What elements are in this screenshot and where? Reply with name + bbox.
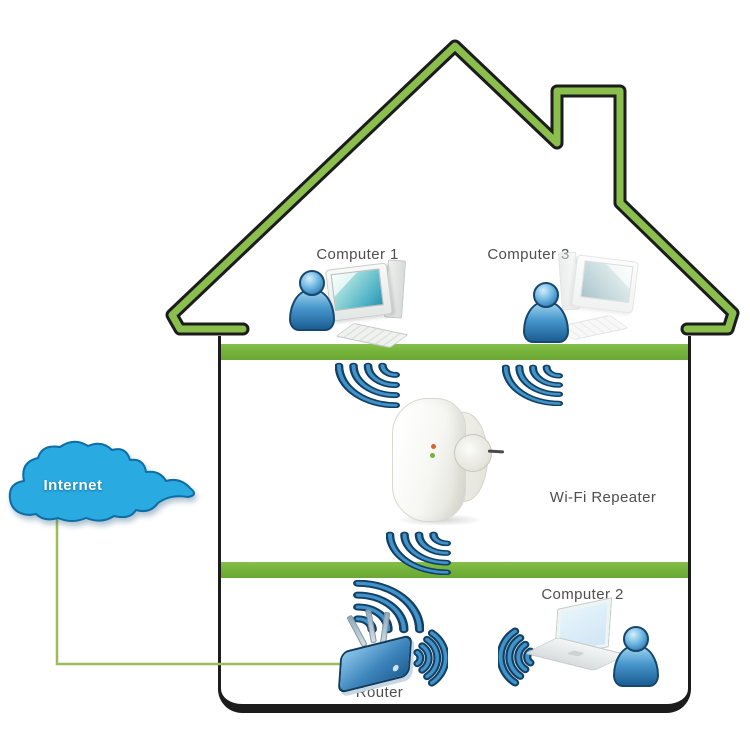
computer3-label: Computer 3 bbox=[487, 246, 570, 263]
computer2-label: Computer 2 bbox=[541, 586, 624, 603]
computer1-label: Computer 1 bbox=[316, 246, 399, 263]
house-outline bbox=[218, 336, 691, 713]
repeater-led-green bbox=[430, 453, 435, 458]
person-icon-computer3 bbox=[522, 282, 570, 350]
repeater-label: Wi-Fi Repeater bbox=[549, 489, 657, 506]
floor-divider-upper bbox=[221, 344, 688, 360]
repeater-led-red bbox=[431, 444, 436, 449]
person-icon-computer2 bbox=[612, 626, 660, 694]
person-head bbox=[299, 270, 325, 296]
person-torso bbox=[613, 645, 659, 687]
repeater-plug bbox=[454, 434, 492, 472]
internet-label: Internet bbox=[43, 477, 103, 494]
person-icon-computer1 bbox=[288, 270, 336, 338]
wifi-repeater-device bbox=[388, 396, 506, 528]
floor-divider-lower bbox=[221, 562, 688, 578]
router-label: Router bbox=[355, 684, 404, 701]
person-head bbox=[533, 282, 559, 308]
person-head bbox=[623, 626, 649, 652]
repeater-body bbox=[392, 398, 466, 522]
